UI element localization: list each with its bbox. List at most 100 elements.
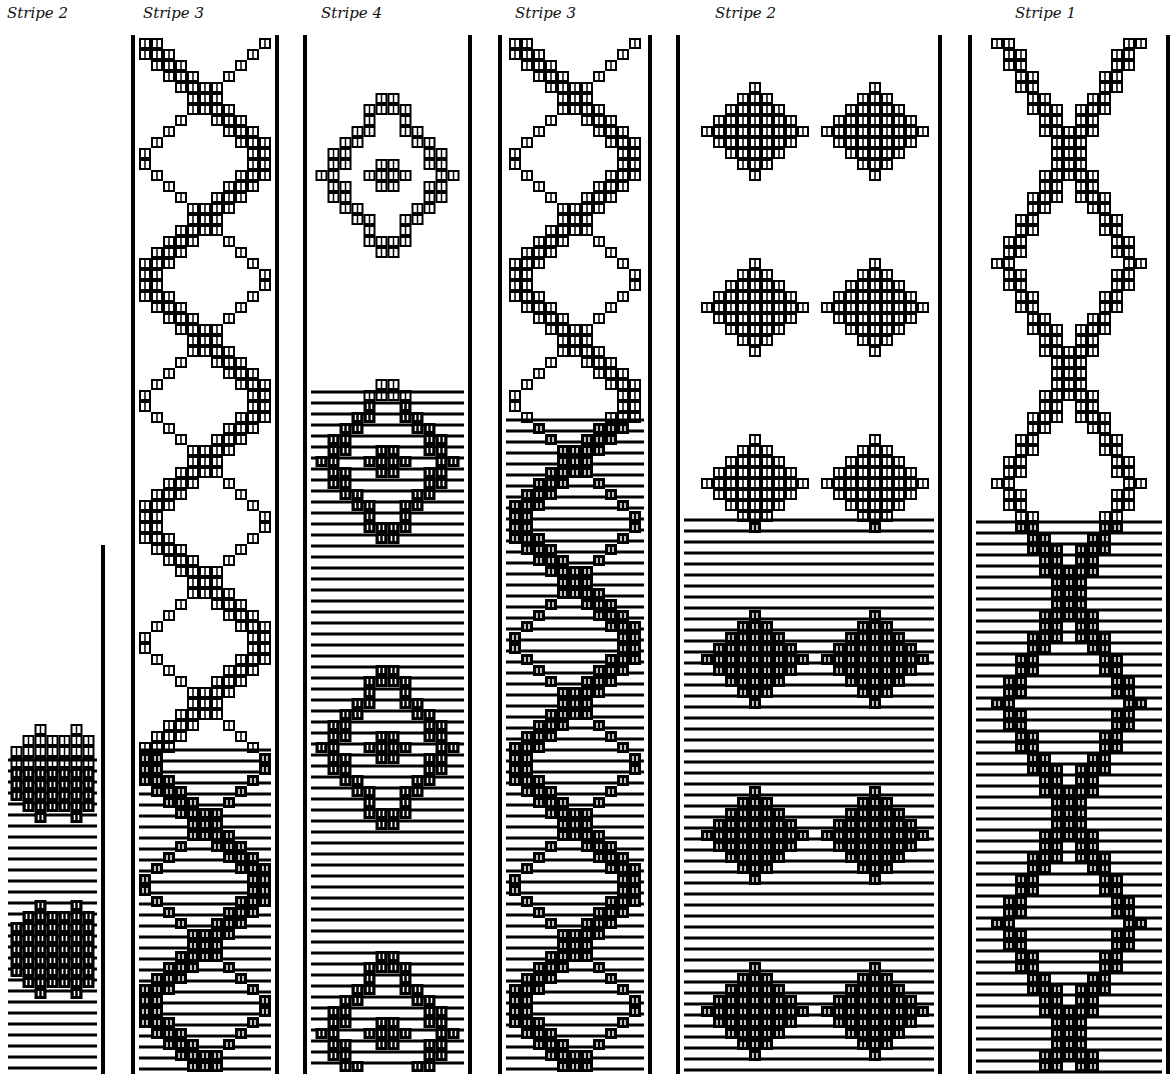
pattern-cell xyxy=(139,1017,151,1028)
pattern-cell xyxy=(617,984,629,995)
pattern-cell xyxy=(11,768,23,779)
pattern-cell xyxy=(869,1050,881,1061)
pattern-cell xyxy=(1087,544,1099,555)
pattern-cell xyxy=(340,478,352,489)
pattern-cell xyxy=(352,995,364,1006)
pattern-cell xyxy=(247,852,259,863)
pattern-cell xyxy=(545,786,557,797)
pattern-cell xyxy=(701,654,713,665)
pattern-cell xyxy=(869,863,881,874)
pattern-cell xyxy=(412,984,424,995)
pattern-cell xyxy=(1003,929,1015,940)
pattern-cell xyxy=(533,500,545,511)
pattern-cell xyxy=(199,1050,211,1061)
pattern-cell xyxy=(545,676,557,687)
pattern-cell xyxy=(857,621,869,632)
pattern-cell xyxy=(1075,588,1087,599)
pattern-cell xyxy=(412,489,424,500)
pattern-cell xyxy=(893,830,905,841)
pattern-cell xyxy=(917,654,929,665)
pattern-cell xyxy=(749,698,761,709)
pattern-cell xyxy=(869,984,881,995)
pattern-cell xyxy=(1051,566,1063,577)
pattern-cell xyxy=(533,797,545,808)
pattern-cell xyxy=(11,966,23,977)
pattern-cell xyxy=(521,863,533,874)
pattern-cell xyxy=(175,1039,187,1050)
pattern-cell xyxy=(151,973,163,984)
pattern-cell xyxy=(857,863,869,874)
pattern-cell xyxy=(845,830,857,841)
pattern-cell xyxy=(857,841,869,852)
pattern-cell xyxy=(617,1017,629,1028)
pattern-cell xyxy=(1123,929,1135,940)
pattern-cell xyxy=(1087,621,1099,632)
pattern-cell xyxy=(509,500,521,511)
pattern-cell xyxy=(1087,775,1099,786)
pattern-cell xyxy=(557,1061,569,1072)
pattern-cell xyxy=(881,984,893,995)
pattern-cell xyxy=(773,1017,785,1028)
pattern-cell xyxy=(1015,720,1027,731)
pattern-cell xyxy=(545,599,557,610)
pattern-cell xyxy=(424,764,436,775)
pattern-cell xyxy=(1039,775,1051,786)
pattern-cell xyxy=(340,995,352,1006)
pattern-cell xyxy=(139,764,151,775)
pattern-cell xyxy=(617,632,629,643)
pattern-cell xyxy=(737,852,749,863)
pattern-cell xyxy=(917,1006,929,1017)
pattern-cell xyxy=(35,944,47,955)
pattern-cell xyxy=(364,984,376,995)
pattern-cell xyxy=(581,445,593,456)
pattern-cell xyxy=(1051,786,1063,797)
pattern-cell xyxy=(881,632,893,643)
pattern-cell xyxy=(593,588,605,599)
pattern-cell xyxy=(71,779,83,790)
pattern-cell xyxy=(1075,566,1087,577)
pattern-cell xyxy=(713,643,725,654)
pattern-cell xyxy=(545,918,557,929)
pattern-cell xyxy=(761,819,773,830)
pattern-cell xyxy=(388,962,400,973)
pattern-cell xyxy=(521,1028,533,1039)
pattern-cell xyxy=(569,467,581,478)
pattern-cell xyxy=(857,687,869,698)
pattern-cell xyxy=(617,533,629,544)
pattern-cell xyxy=(797,1006,809,1017)
pattern-cell xyxy=(376,951,388,962)
pattern-cell xyxy=(151,995,163,1006)
stripe-band xyxy=(500,35,650,1074)
pattern-cell xyxy=(545,467,557,478)
pattern-cell xyxy=(629,1006,641,1017)
pattern-cell xyxy=(83,944,95,955)
pattern-cell xyxy=(175,1028,187,1039)
pattern-cell xyxy=(881,676,893,687)
pattern-cell xyxy=(1075,577,1087,588)
pattern-cell xyxy=(1027,643,1039,654)
pattern-cell xyxy=(761,632,773,643)
pattern-cell xyxy=(1099,654,1111,665)
pattern-cell xyxy=(737,819,749,830)
pattern-cell xyxy=(521,1017,533,1028)
pattern-cell xyxy=(1003,676,1015,687)
pattern-cell xyxy=(509,533,521,544)
pattern-cell xyxy=(557,445,569,456)
pattern-cell xyxy=(833,665,845,676)
pattern-cell xyxy=(59,955,71,966)
pattern-cell xyxy=(857,984,869,995)
pattern-cell xyxy=(773,819,785,830)
pattern-cell xyxy=(773,995,785,1006)
pattern-cell xyxy=(773,676,785,687)
pattern-cell xyxy=(1015,731,1027,742)
pattern-cell xyxy=(1051,621,1063,632)
pattern-cell xyxy=(259,995,271,1006)
pattern-cell xyxy=(187,830,199,841)
pattern-cell xyxy=(1027,885,1039,896)
pattern-cell xyxy=(376,753,388,764)
pattern-cell xyxy=(857,654,869,665)
pattern-cell xyxy=(436,764,448,775)
pattern-cell xyxy=(581,1050,593,1061)
pattern-cell xyxy=(364,797,376,808)
pattern-cell xyxy=(821,830,833,841)
